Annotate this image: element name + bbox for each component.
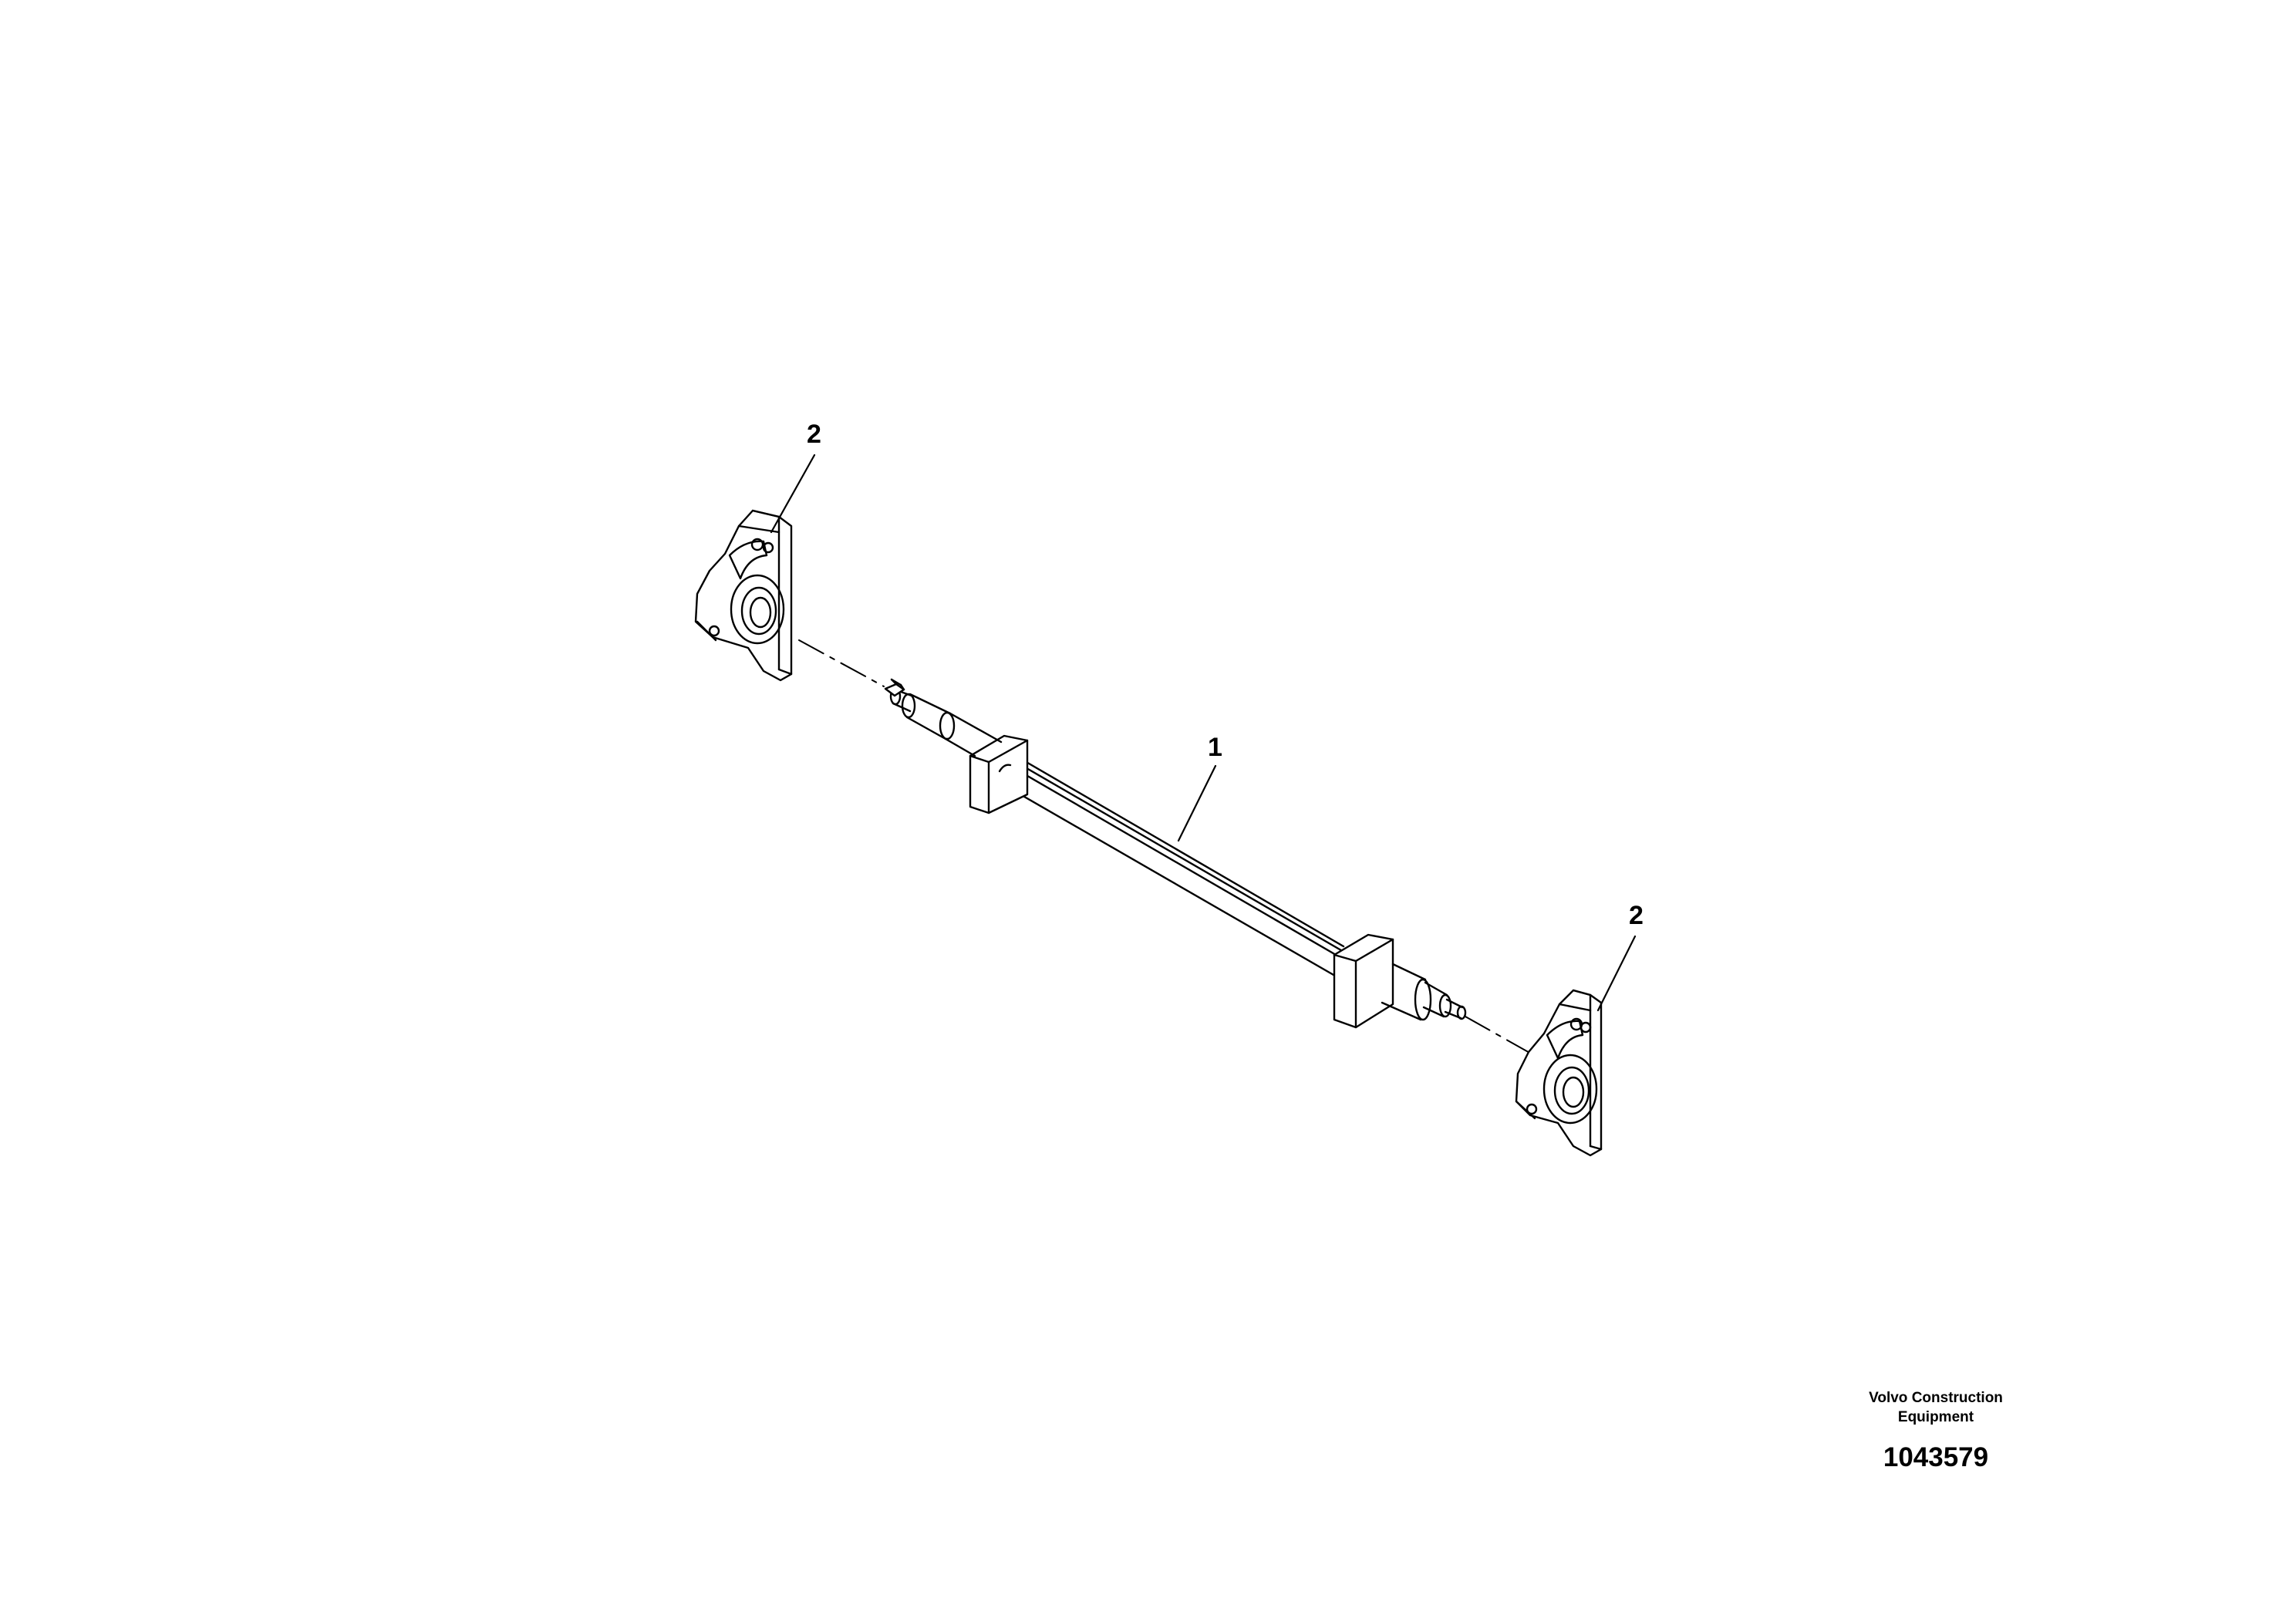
left-collar: [969, 734, 1029, 814]
callout-part-1: 1: [1208, 733, 1222, 762]
drawing-number: 1043579: [1883, 1442, 1989, 1472]
right-shaft-end: [1381, 963, 1467, 1021]
callout-part-2-bottom: 2: [1629, 901, 1644, 930]
right-collar: [1333, 933, 1394, 1029]
shaft-part-1: [884, 678, 1467, 1029]
manufacturer-name-line2: Equipment: [1897, 1409, 1974, 1425]
leader-lines: [770, 454, 1637, 1012]
leader-part-1: [1177, 764, 1217, 842]
leader-part-2-top: [770, 454, 816, 534]
manufacturer-name-line1: Volvo Construction: [1869, 1390, 2003, 1406]
bearing-bracket-top: [694, 509, 793, 682]
callout-part-2-top: 2: [807, 420, 821, 449]
bearing-bracket-bottom: [1515, 989, 1603, 1157]
center-lines: [798, 639, 1551, 1065]
title-block: Volvo Construction Equipment 1043579: [1836, 1388, 2036, 1473]
leader-part-2-bottom: [1596, 935, 1637, 1012]
left-shaft-end: [884, 678, 1003, 757]
